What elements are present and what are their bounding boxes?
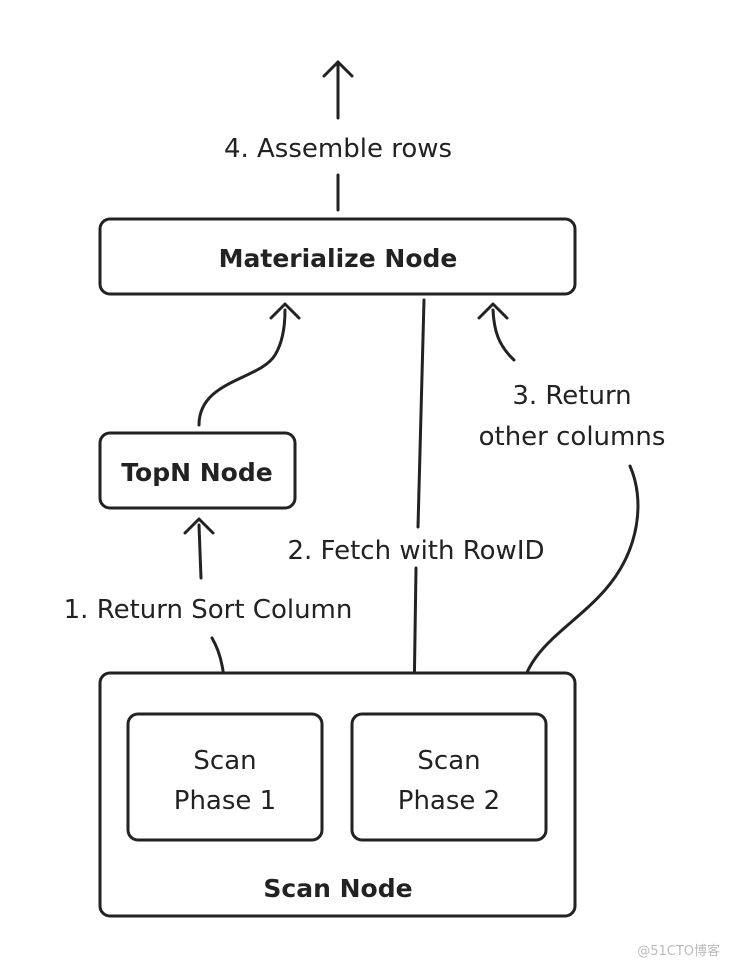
step2-arrow [398,298,430,705]
topn-node-label: TopN Node [121,458,272,487]
step1-label: 1. Return Sort Column [64,595,353,625]
step3-arrow [477,302,640,707]
scan-phase-1-line1: Scan [193,746,256,776]
scan-phase-2-line2: Phase 2 [398,786,500,816]
scan-phase-2-node: Scan Phase 2 [350,712,548,842]
topn-to-materialize-arrow [197,302,301,427]
topn-node: TopN Node [98,431,297,510]
scan-phase-1-node: Scan Phase 1 [126,712,324,842]
step4-arrow [322,60,354,212]
materialize-node-label: Materialize Node [219,244,458,273]
materialize-node: Materialize Node [98,217,577,296]
scan-phase-1-line2: Phase 1 [174,786,276,816]
watermark: @51CTO博客 [637,943,720,959]
scan-node-label: Scan Node [263,874,412,903]
step2-label: 2. Fetch with RowID [287,536,544,566]
step3-label-line1: 3. Return [512,381,631,411]
step3-label-line2: other columns [479,422,666,452]
scan-phase-2-line1: Scan [417,746,480,776]
step4-label: 4. Assemble rows [224,134,452,164]
